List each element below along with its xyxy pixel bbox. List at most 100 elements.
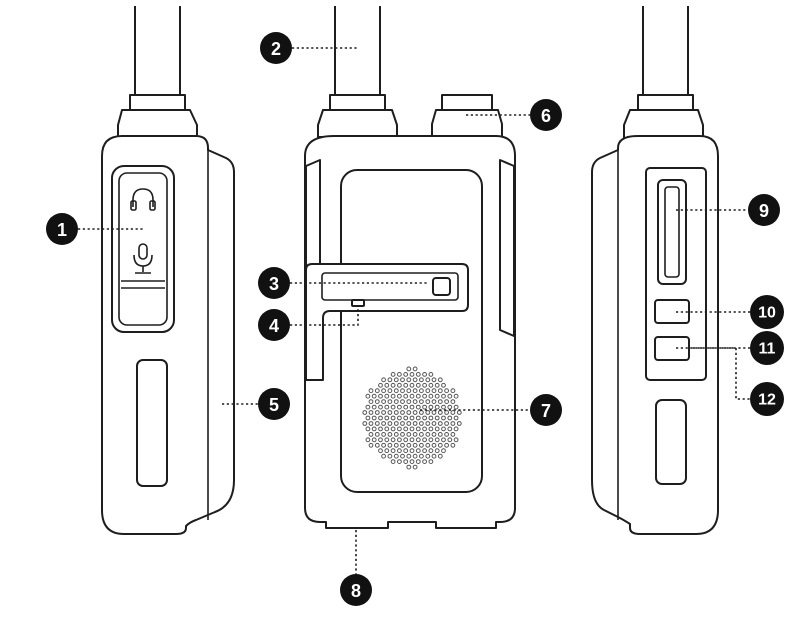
speaker-hole <box>371 437 377 443</box>
speaker-hole <box>400 442 405 448</box>
speaker-hole <box>403 426 409 432</box>
left-antenna-collar <box>129 94 186 111</box>
side-key-2 <box>654 336 690 361</box>
speaker-hole <box>437 432 443 437</box>
speaker-hole <box>378 426 383 432</box>
speaker-hole <box>428 448 434 454</box>
speaker-hole <box>441 426 446 432</box>
speaker-hole <box>406 464 412 470</box>
speaker-hole <box>412 388 418 394</box>
speaker-hole <box>412 432 418 437</box>
speaker-hole <box>450 432 456 437</box>
speaker-hole <box>400 399 405 405</box>
display-window <box>321 272 459 301</box>
speaker-hole <box>400 410 405 415</box>
callout-12: 12 <box>750 382 784 416</box>
speaker-hole <box>437 377 443 383</box>
speaker-hole <box>431 399 437 405</box>
callouts: 1 2 3 4 5 6 7 8 <box>46 32 784 606</box>
callout-6: 6 <box>530 99 562 131</box>
speaker-hole <box>390 372 396 377</box>
speaker-hole <box>403 448 409 454</box>
speaker-hole <box>406 388 412 394</box>
speaker-hole <box>381 421 387 426</box>
speaker-hole <box>374 432 380 437</box>
speaker-hole <box>422 372 428 377</box>
speaker-hole <box>419 442 424 448</box>
speaker-hole <box>409 437 415 443</box>
speaker-hole <box>384 382 390 388</box>
speaker-hole <box>450 399 456 405</box>
speaker-hole <box>419 399 424 405</box>
side-key-1 <box>654 299 690 324</box>
speaker-hole <box>425 453 431 459</box>
function-button <box>432 277 451 296</box>
speaker-hole <box>428 382 434 388</box>
speaker-hole <box>453 415 459 421</box>
speaker-hole <box>371 426 377 432</box>
screen-bezel <box>305 263 469 381</box>
speaker-hole <box>384 393 390 399</box>
speaker-hole <box>406 442 412 448</box>
speaker-hole <box>390 393 396 399</box>
speaker-hole <box>409 372 415 377</box>
left-side-view <box>101 6 235 535</box>
speaker-hole <box>412 453 418 459</box>
right-antenna <box>642 6 689 96</box>
callout-12-label: 12 <box>758 392 776 409</box>
leader-lines <box>78 47 750 574</box>
callout-7-label: 7 <box>541 401 551 421</box>
speaker-hole <box>441 382 446 388</box>
speaker-hole <box>393 432 399 437</box>
speaker-hole <box>415 448 421 454</box>
speaker-hole <box>387 377 393 383</box>
speaker-hole <box>374 442 380 448</box>
speaker-hole <box>447 437 453 443</box>
speaker-hole <box>419 432 424 437</box>
speaker-hole <box>447 404 453 410</box>
speaker-hole <box>428 459 434 465</box>
speaker-hole <box>441 448 446 454</box>
front-antenna <box>334 6 381 96</box>
speaker-hole <box>419 377 424 383</box>
speaker-hole <box>403 459 409 465</box>
speaker-hole <box>368 399 374 405</box>
speaker-hole <box>397 372 402 377</box>
speaker-hole <box>437 388 443 394</box>
callout-8-label: 8 <box>351 581 361 601</box>
speaker-hole <box>384 426 390 432</box>
speaker-hole <box>381 377 387 383</box>
speaker-hole <box>374 421 380 426</box>
speaker-hole <box>406 432 412 437</box>
callout-11-label: 11 <box>759 341 776 358</box>
accessory-port-cover <box>111 165 175 333</box>
speaker-hole <box>447 415 453 421</box>
speaker-hole <box>415 404 421 410</box>
speaker-hole <box>422 437 428 443</box>
speaker-hole <box>422 426 428 432</box>
speaker-hole <box>397 448 402 454</box>
callout-11: 11 <box>750 331 784 365</box>
speaker-hole <box>434 426 440 432</box>
speaker-hole <box>428 437 434 443</box>
speaker-hole <box>403 415 409 421</box>
speaker-hole <box>381 453 387 459</box>
callout-5-label: 5 <box>269 395 279 415</box>
callout-10-label: 10 <box>758 305 776 322</box>
speaker-hole <box>434 382 440 388</box>
speaker-hole <box>441 437 446 443</box>
speaker-hole <box>409 448 415 454</box>
speaker-hole <box>390 448 396 454</box>
speaker-hole <box>415 393 421 399</box>
speaker-hole <box>447 426 453 432</box>
speaker-hole <box>431 453 437 459</box>
speaker-hole <box>365 426 371 432</box>
speaker-hole <box>406 410 412 415</box>
speaker-hole <box>412 377 418 383</box>
speaker-hole <box>415 415 421 421</box>
speaker-hole <box>441 415 446 421</box>
speaker-hole <box>397 393 402 399</box>
speaker-hole <box>397 404 402 410</box>
speaker-hole <box>434 415 440 421</box>
callout-9-label: 9 <box>759 201 769 221</box>
